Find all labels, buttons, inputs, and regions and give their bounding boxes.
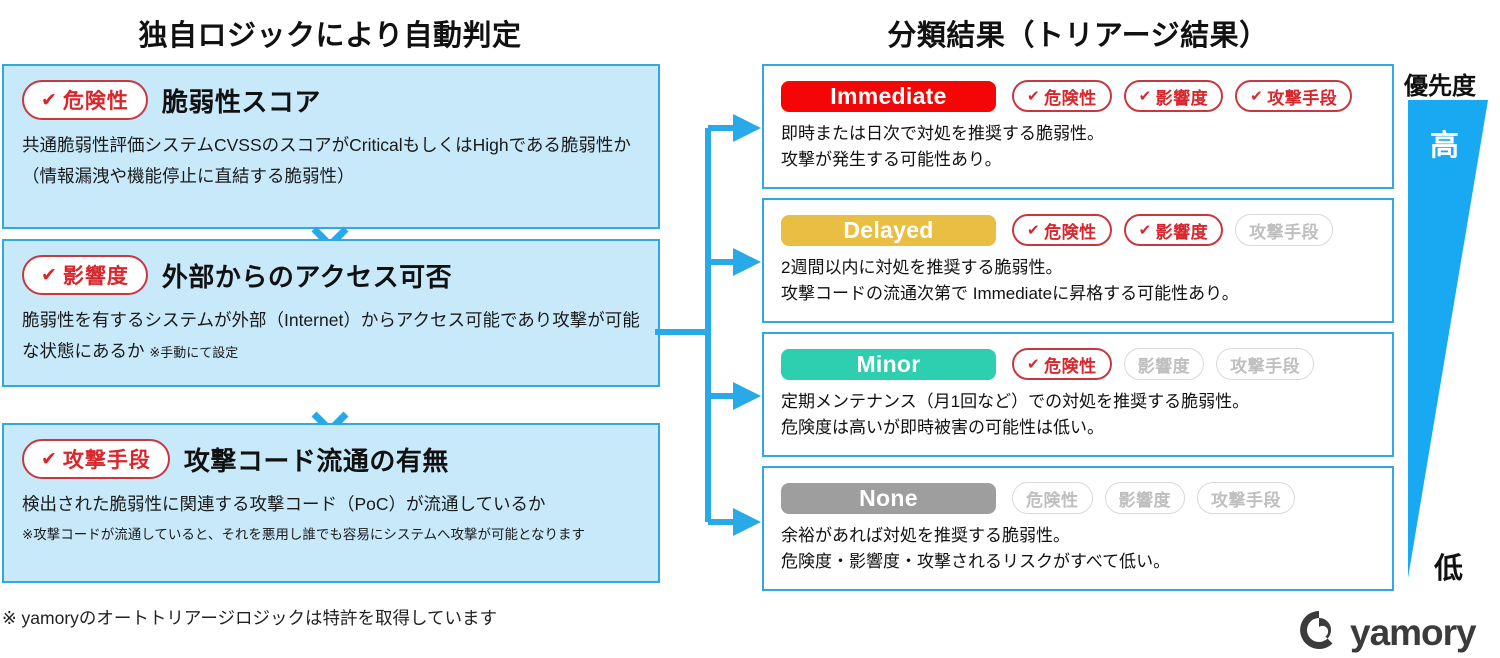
criteria-description: 共通脆弱性評価システムCVSSのスコアがCriticalもしくはHighである脆…	[22, 135, 631, 186]
result-tag-attack: ✔攻撃手段	[1235, 80, 1353, 112]
result-tag-risk: 危険性	[1012, 482, 1093, 514]
result-description: 定期メンテナンス（月1回など）での対処を推奨する脆弱性。 危険度は高いが即時被害…	[764, 380, 1392, 440]
criteria-badge-label: 危険性	[62, 90, 129, 113]
result-tag-impact: 影響度	[1104, 482, 1185, 514]
severity-badge-delayed: Delayed	[781, 214, 996, 246]
result-description-line: 即時または日次で対処を推奨する脆弱性。	[781, 124, 1104, 143]
right-column-title: 分類結果（トリアージ結果）	[887, 20, 1269, 52]
criteria-header: ✔ 危険性 脆弱性スコア	[4, 66, 658, 120]
check-icon: ✔	[41, 89, 58, 111]
result-tag-label: 危険性	[1044, 88, 1097, 108]
criteria-title: 攻撃コード流通の有無	[183, 445, 449, 476]
result-header: Immediate ✔危険性 ✔影響度 ✔攻撃手段	[764, 66, 1392, 112]
result-tag-attack: 攻撃手段	[1197, 482, 1295, 514]
check-icon: ✔	[41, 448, 58, 470]
criteria-title: 脆弱性スコア	[161, 86, 321, 117]
yamory-mark-icon	[1297, 608, 1341, 657]
severity-badge-immediate: Immediate	[781, 80, 996, 112]
check-icon: ✔	[1027, 221, 1041, 239]
result-card-minor: Minor ✔危険性 影響度 攻撃手段 定期メンテナンス（月1回など）での対処を…	[762, 332, 1394, 457]
check-icon: ✔	[1250, 87, 1264, 105]
check-icon: ✔	[1138, 87, 1152, 105]
result-tag-risk: ✔危険性	[1012, 80, 1112, 112]
result-description: 2週間以内に対処を推奨する脆弱性。 攻撃コードの流通次第で Immediateに…	[764, 246, 1392, 306]
criteria-header: ✔ 影響度 外部からのアクセス可否	[4, 241, 658, 295]
severity-badge-none: None	[781, 482, 996, 514]
criteria-description: 検出された脆弱性に関連する攻撃コード（PoC）が流通しているか	[22, 494, 546, 514]
criteria-card-risk: ✔ 危険性 脆弱性スコア 共通脆弱性評価システムCVSSのスコアがCritica…	[2, 64, 660, 229]
yamory-wordmark: yamory	[1350, 612, 1477, 653]
result-tag-label: 影響度	[1155, 222, 1209, 242]
criteria-title: 外部からのアクセス可否	[161, 261, 453, 292]
result-tag-row: ✔危険性 ✔影響度 ✔攻撃手段	[1012, 80, 1353, 112]
result-tag-risk: ✔危険性	[1012, 214, 1112, 246]
result-description-line: 攻撃コードの流通次第で Immediateに昇格する可能性あり。	[781, 283, 1239, 303]
result-tag-label: 危険性	[1044, 356, 1097, 376]
priority-low-label: 低	[1434, 553, 1464, 585]
criteria-badge-impact: ✔ 影響度	[22, 255, 148, 295]
result-header: Minor ✔危険性 影響度 攻撃手段	[764, 334, 1392, 380]
result-description-line: 2週間以内に対処を推奨する脆弱性。	[781, 258, 1063, 277]
result-description-line: 危険度・影響度・攻撃されるリスクがすべて低い。	[781, 551, 1171, 571]
check-icon: ✔	[41, 264, 58, 286]
connector-arrows	[655, 100, 770, 555]
result-tag-impact: 影響度	[1123, 348, 1205, 380]
yamory-logo: yamory	[1297, 608, 1477, 657]
criteria-badge-label: 影響度	[62, 265, 129, 288]
result-tag-attack: 攻撃手段	[1235, 214, 1334, 246]
criteria-card-attack-vector: ✔ 攻撃手段 攻撃コード流通の有無 検出された脆弱性に関連する攻撃コード（PoC…	[2, 423, 660, 583]
result-description: 即時または日次で対処を推奨する脆弱性。 攻撃が発生する可能性あり。	[764, 112, 1392, 172]
criteria-note: ※攻撃コードが流通していると、それを悪用し誰でも容易にシステムへ攻撃が可能となり…	[22, 526, 586, 542]
criteria-description: 脆弱性を有するシステムが外部（Internet）からアクセス可能であり攻撃が可能…	[4, 295, 658, 366]
patent-note: ※ yamoryのオートトリアージロジックは特許を取得しています	[2, 608, 497, 628]
result-tag-impact: ✔影響度	[1123, 214, 1224, 246]
result-description-line: 余裕があれば対処を推奨する脆弱性。	[781, 526, 1070, 545]
result-description-line: 定期メンテナンス（月1回など）での対処を推奨する脆弱性。	[781, 392, 1250, 411]
criteria-badge-attack: ✔ 攻撃手段	[22, 439, 170, 479]
result-tag-label: 攻撃手段	[1267, 88, 1338, 108]
result-tag-risk: ✔危険性	[1012, 348, 1112, 380]
criteria-note: ※手動にて設定	[149, 344, 239, 360]
result-tag-row: ✔危険性 影響度 攻撃手段	[1012, 348, 1315, 380]
criteria-badge-risk: ✔ 危険性	[22, 80, 148, 120]
priority-label: 優先度	[1404, 73, 1476, 100]
result-tag-impact: ✔影響度	[1123, 80, 1224, 112]
check-icon: ✔	[1027, 355, 1041, 373]
result-description: 余裕があれば対処を推奨する脆弱性。 危険度・影響度・攻撃されるリスクがすべて低い…	[764, 514, 1392, 574]
criteria-description-main: 脆弱性を有するシステムが外部（Internet）からアクセス可能であり攻撃が可能…	[22, 310, 640, 361]
priority-high-label: 高	[1430, 130, 1460, 162]
severity-badge-minor: Minor	[781, 348, 996, 380]
check-icon: ✔	[1027, 87, 1041, 105]
result-tag-label: 危険性	[1044, 222, 1097, 242]
left-column-title: 独自ロジックにより自動判定	[138, 20, 522, 52]
result-tag-label: 影響度	[1155, 88, 1209, 108]
result-card-none: None 危険性 影響度 攻撃手段 余裕があれば対処を推奨する脆弱性。 危険度・…	[762, 466, 1394, 591]
criteria-card-impact: ✔ 影響度 外部からのアクセス可否 脆弱性を有するシステムが外部（Interne…	[2, 239, 660, 387]
priority-triangle-icon	[1406, 100, 1498, 585]
check-icon: ✔	[1138, 221, 1152, 239]
criteria-header: ✔ 攻撃手段 攻撃コード流通の有無	[4, 425, 658, 479]
result-tag-attack: 攻撃手段	[1216, 348, 1315, 380]
result-description-line: 攻撃が発生する可能性あり。	[781, 149, 1002, 169]
result-card-immediate: Immediate ✔危険性 ✔影響度 ✔攻撃手段 即時または日次で対処を推奨す…	[762, 64, 1394, 189]
result-tag-row: 危険性 影響度 攻撃手段	[1012, 482, 1295, 514]
result-header: None 危険性 影響度 攻撃手段	[764, 468, 1392, 514]
result-tag-row: ✔危険性 ✔影響度 攻撃手段	[1012, 214, 1334, 246]
result-card-delayed: Delayed ✔危険性 ✔影響度 攻撃手段 2週間以内に対処を推奨する脆弱性。…	[762, 198, 1394, 323]
criteria-badge-label: 攻撃手段	[62, 449, 151, 472]
result-header: Delayed ✔危険性 ✔影響度 攻撃手段	[764, 200, 1392, 246]
result-description-line: 危険度は高いが即時被害の可能性は低い。	[781, 417, 1104, 437]
